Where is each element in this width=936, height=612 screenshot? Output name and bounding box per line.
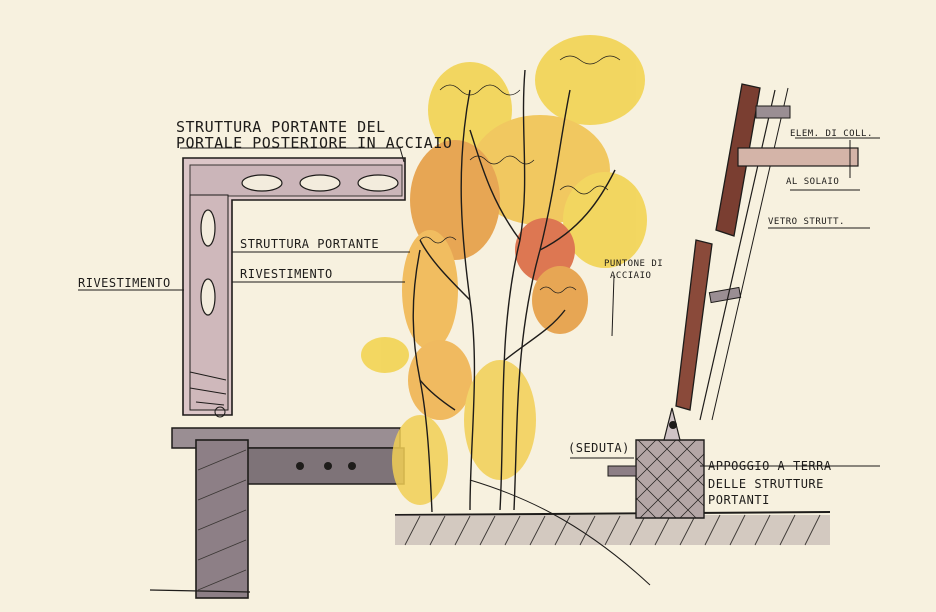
foundation-hatch bbox=[197, 449, 247, 591]
beam-opening bbox=[299, 174, 341, 192]
label-appoggio-line3: PORTANTI bbox=[708, 493, 770, 507]
left-foundation bbox=[149, 427, 405, 599]
label-appoggio-line2: DELLE STRUTTURE bbox=[708, 477, 824, 491]
base-crosshatch bbox=[635, 439, 705, 519]
label-title-line2: PORTALE POSTERIORE IN ACCIAIO bbox=[176, 134, 452, 152]
ground-section bbox=[394, 479, 831, 586]
glass-pane bbox=[699, 89, 776, 421]
beam-opening bbox=[241, 174, 283, 192]
slab-connection bbox=[737, 147, 859, 167]
beam-opening bbox=[357, 174, 399, 192]
label-rivestimento-inner: RIVESTIMENTO bbox=[240, 267, 333, 281]
label-elem-line1: ELEM. DI COLL. bbox=[790, 129, 873, 139]
trees-illustration bbox=[361, 35, 647, 513]
beam-bolts bbox=[296, 462, 356, 470]
steel-beam-lower bbox=[235, 447, 405, 485]
label-seduta: (SEDUTA) bbox=[568, 441, 630, 455]
foundation-wall bbox=[195, 439, 249, 599]
lower-strut bbox=[675, 239, 713, 411]
label-elem-line2: AL SOLAIO bbox=[786, 177, 839, 187]
column-opening bbox=[200, 209, 216, 247]
label-title-line1: STRUTTURA PORTANTE DEL bbox=[176, 118, 386, 136]
foliage-wash bbox=[361, 35, 647, 505]
leader-lines bbox=[78, 137, 880, 467]
label-appoggio-line1: APPOGGIO A TERRA bbox=[708, 459, 832, 473]
steel-strut-assembly bbox=[607, 83, 859, 519]
column-base-detail bbox=[189, 371, 227, 418]
label-puntone-line1: PUNTONE DI bbox=[604, 259, 663, 269]
label-puntone-line2: ACCIAIO bbox=[610, 271, 651, 281]
label-rivestimento-outer: RIVESTIMENTO bbox=[78, 276, 171, 290]
strut-base-block bbox=[635, 439, 705, 519]
annotations: STRUTTURA PORTANTE DEL PORTALE POSTERIOR… bbox=[78, 118, 873, 507]
ground-hatch bbox=[404, 514, 821, 546]
label-vetro: VETRO STRUTT. bbox=[768, 217, 845, 227]
label-struttura-portante: STRUTTURA PORTANTE bbox=[240, 237, 379, 251]
foliage-scribbles bbox=[419, 55, 621, 294]
seat-plank bbox=[607, 465, 637, 477]
tree-trunks bbox=[412, 69, 616, 513]
steel-portal-frame bbox=[182, 157, 406, 418]
column-opening bbox=[200, 278, 216, 316]
